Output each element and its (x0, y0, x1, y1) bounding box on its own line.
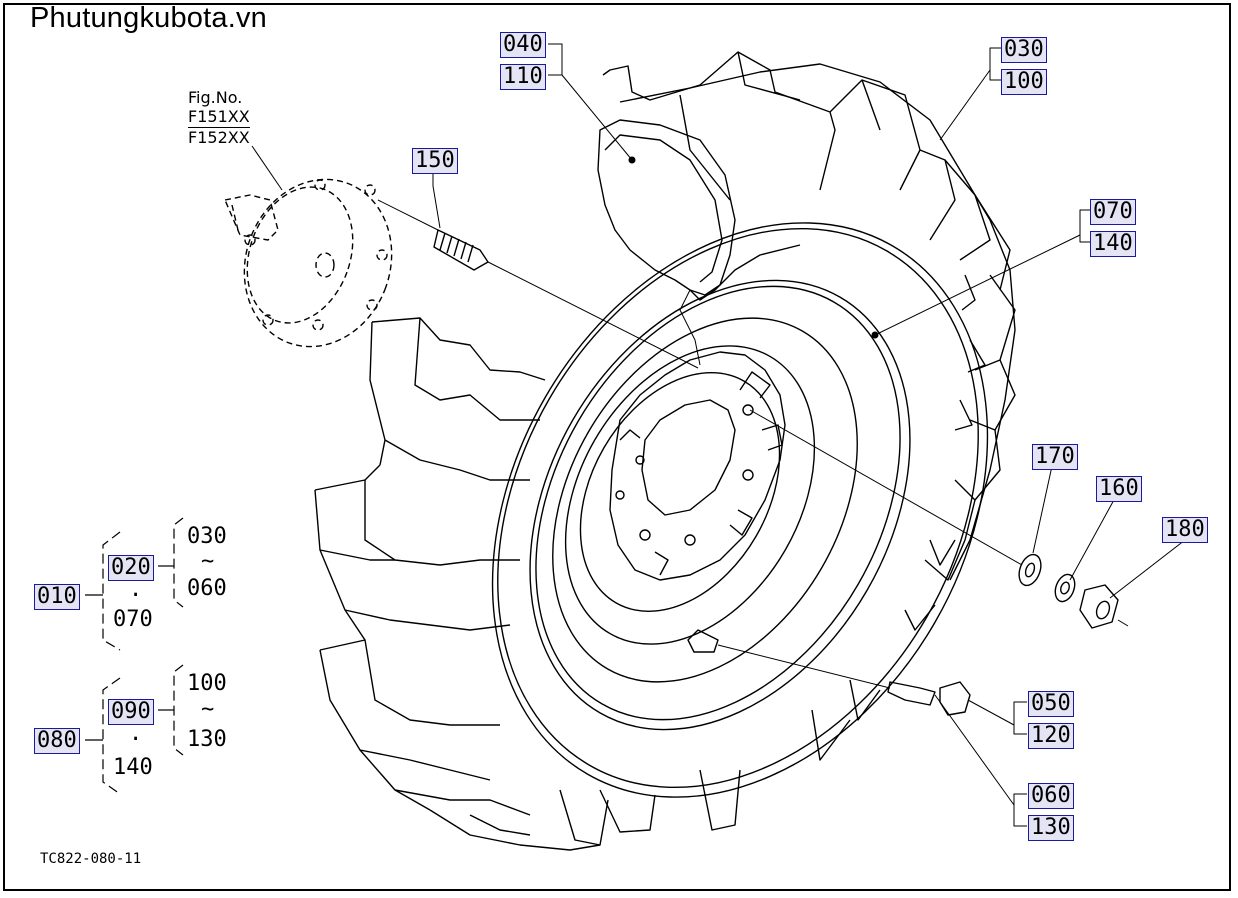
part-label-030[interactable]: 030 (1001, 37, 1047, 63)
legend-brackets (85, 517, 184, 795)
legend-range-start-100: 100 (187, 671, 227, 696)
legend-dot-2: · (129, 727, 143, 752)
legend-tilde-1: ~ (201, 549, 215, 574)
legend-assembly-020[interactable]: 020 (108, 555, 154, 581)
legend-assembly-090[interactable]: 090 (108, 699, 154, 725)
fasteners (1018, 553, 1119, 629)
figure-ref-title: Fig.No. (188, 88, 243, 107)
figure-ref-line1: F151XX (188, 107, 250, 126)
watermark-text: Phutungkubota.vn (30, 2, 267, 34)
part-label-150[interactable]: 150 (412, 148, 458, 174)
legend-range-start-030: 030 (187, 524, 227, 549)
legend-range-end-060: 060 (187, 576, 227, 601)
part-label-180[interactable]: 180 (1162, 517, 1208, 543)
wheel-rim (491, 222, 989, 798)
legend-sub-070: 070 (113, 607, 153, 632)
part-label-170[interactable]: 170 (1032, 444, 1078, 470)
part-label-130[interactable]: 130 (1028, 815, 1074, 841)
part-label-140[interactable]: 140 (1090, 231, 1136, 257)
part-label-120[interactable]: 120 (1028, 723, 1074, 749)
tire-tread (314, 51, 1016, 851)
axle-hub (224, 178, 393, 348)
stud-bolt-150 (433, 229, 489, 271)
drawing-frame (3, 3, 1231, 891)
legend-range-end-130: 130 (187, 727, 227, 752)
part-label-040[interactable]: 040 (500, 32, 546, 58)
legend-tilde-2: ~ (201, 697, 215, 722)
part-label-110[interactable]: 110 (500, 64, 546, 90)
part-label-050[interactable]: 050 (1028, 691, 1074, 717)
part-label-070[interactable]: 070 (1090, 199, 1136, 225)
legend-root-080[interactable]: 080 (34, 728, 80, 754)
part-label-060[interactable]: 060 (1028, 783, 1074, 809)
figure-ref-line2: F152XX (188, 127, 250, 147)
legend-dot-1: · (129, 583, 143, 608)
leader-lines (251, 43, 1186, 827)
legend-sub-140: 140 (113, 755, 153, 780)
legend-root-010[interactable]: 010 (34, 584, 80, 610)
part-label-100[interactable]: 100 (1001, 69, 1047, 95)
inner-tube (597, 119, 801, 301)
part-label-160[interactable]: 160 (1096, 476, 1142, 502)
drawing-code: TC822-080-11 (40, 851, 142, 867)
